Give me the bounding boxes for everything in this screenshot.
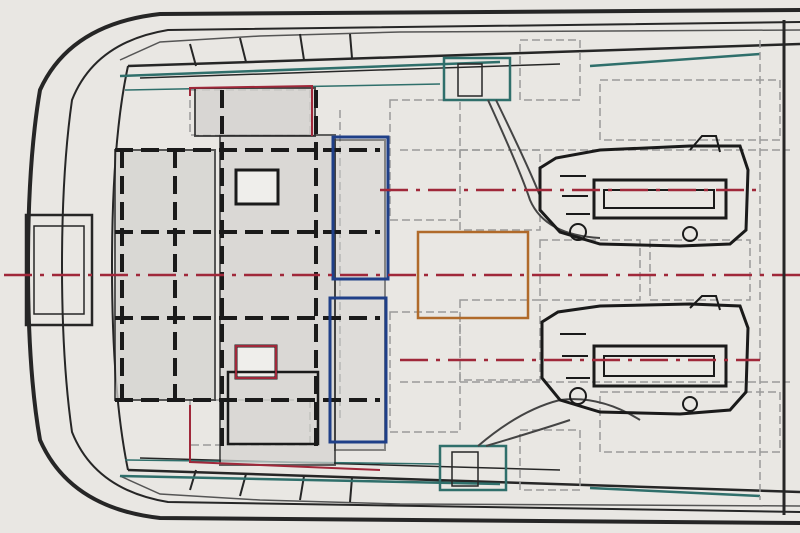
red-outlines: [189, 84, 381, 471]
frame-box: [599, 79, 781, 141]
frame-box: [599, 391, 781, 453]
cushion-area: [334, 139, 386, 451]
engine-detail: [560, 295, 721, 379]
starboard-rail-line: [127, 468, 800, 494]
teal-box-starboard-inner: [451, 451, 479, 487]
frame-box: [649, 239, 751, 301]
hull-outline: [25, 8, 800, 525]
hull-outer-line: [25, 8, 800, 525]
teal-boxes: [438, 56, 512, 492]
centerlines: [4, 188, 800, 362]
partitions: [115, 90, 380, 450]
teal-line-port: [119, 60, 501, 78]
engine-head: [592, 178, 728, 220]
side-decks: [110, 29, 800, 507]
blue-box-port: [331, 135, 390, 281]
red-hatch-outline: [235, 345, 277, 379]
frame-box: [519, 429, 581, 491]
frame-box: [539, 239, 641, 301]
engine-hose: [495, 99, 541, 197]
anchor-locker: [24, 213, 94, 327]
engine-block: [538, 144, 750, 248]
stanchion: [239, 37, 247, 63]
engine-hose: [487, 99, 601, 239]
engine-lines: [477, 99, 641, 447]
teal-line-aft-starboard: [589, 486, 761, 498]
red-outline-port: [189, 84, 313, 136]
red-outline-starboard: [189, 405, 381, 471]
stanchion: [189, 469, 197, 491]
hatch: [234, 168, 280, 206]
hull-inner-line: [60, 21, 800, 513]
engine-detail: [560, 135, 721, 215]
hull-chine-starboard: [119, 475, 800, 507]
frame-box: [389, 311, 461, 433]
stanchion: [189, 43, 197, 67]
engine-hose: [485, 419, 571, 447]
engine-block: [540, 302, 750, 416]
frame-box: [389, 99, 461, 221]
teal-line-aft-port: [589, 52, 761, 68]
teal-box-port-inner: [457, 63, 483, 97]
stanchion: [299, 33, 305, 61]
anchor-locker-inner: [33, 225, 85, 315]
orange-box: [416, 230, 530, 320]
teal-line-starboard: [119, 474, 501, 486]
cushion-area: [194, 87, 316, 137]
bow-curve-inner: [110, 65, 129, 471]
teal-lines: [119, 52, 761, 498]
anchor-locker-outer: [24, 213, 94, 327]
cushion-areas: [114, 87, 386, 466]
stanchions: [189, 33, 353, 503]
teal-box-starboard: [438, 444, 508, 492]
port-deck-line: [139, 63, 561, 79]
engine-head-inner: [603, 355, 715, 377]
frame-box: [519, 39, 581, 101]
engine-pulley: [569, 223, 587, 241]
starboard-deck-line: [139, 457, 561, 471]
stanchion: [349, 33, 353, 59]
engine-starboard: [540, 295, 750, 416]
engine-head-inner: [603, 189, 715, 209]
hull-chine-port: [119, 29, 800, 61]
frame-box: [459, 299, 541, 381]
blue-box-starboard: [328, 296, 388, 444]
engine-pulley: [682, 226, 698, 242]
port-rail-line: [127, 42, 800, 68]
engine-pulley: [682, 396, 698, 412]
blue-boxes: [328, 135, 390, 444]
hatch-frame: [226, 370, 320, 446]
engine-pulley: [569, 387, 587, 405]
teal-box-port: [442, 56, 512, 102]
engine-head: [592, 344, 728, 388]
